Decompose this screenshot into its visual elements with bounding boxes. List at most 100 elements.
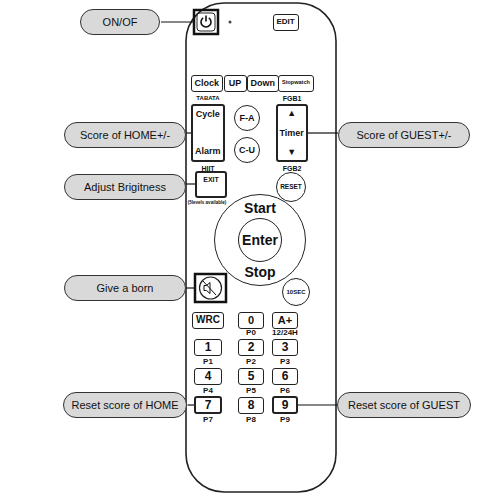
button-caption: 12/24H xyxy=(272,329,298,337)
remote-button: Stopwatch xyxy=(278,75,314,92)
button-label: Give a born xyxy=(97,283,154,294)
button-label: WRC xyxy=(196,315,220,325)
button-caption: P1 xyxy=(203,358,213,366)
button-label: ▲ xyxy=(287,109,296,118)
button-label: EXIT xyxy=(203,176,219,183)
button-label: Adjust Brigitness xyxy=(84,182,166,193)
callout-line xyxy=(298,404,337,405)
callout-box: Score of GUEST+/- xyxy=(338,122,470,148)
button-label: 8 xyxy=(248,399,255,411)
button-label: 0 xyxy=(248,315,254,326)
button-label: Start xyxy=(244,201,276,215)
remote-body xyxy=(186,3,336,492)
remote-button: CycleAlarm xyxy=(191,104,225,162)
button-label: Score of HOME+/- xyxy=(80,130,170,141)
button-caption: P3 xyxy=(280,358,290,366)
remote-button: EXIT xyxy=(195,171,227,198)
direction-ring: StartStop Enter xyxy=(214,194,306,286)
remote-button: EDIT xyxy=(273,14,299,31)
callout-box: Reset score of HOME xyxy=(63,392,188,418)
button-label: 3 xyxy=(282,341,289,353)
callout-line xyxy=(308,132,338,133)
button-label: 2 xyxy=(248,341,255,353)
button-label: Stopwatch xyxy=(282,80,310,86)
leader-line xyxy=(161,21,194,22)
remote-button: 9 xyxy=(272,396,298,414)
button-caption: FGB2 xyxy=(283,165,302,172)
remote-button: A+ xyxy=(272,312,298,329)
button-caption: FGB1 xyxy=(283,95,302,102)
remote-button: 6 xyxy=(272,368,298,385)
button-label: Down xyxy=(251,79,276,88)
remote-button: 1 xyxy=(194,339,222,356)
remote-button: 4 xyxy=(194,368,222,385)
button-label: UP xyxy=(229,79,242,88)
callout-line xyxy=(186,183,195,184)
remote-button: 10SEC xyxy=(282,278,310,306)
button-caption: P2 xyxy=(246,358,256,366)
callout-box: Adjust Brigitness xyxy=(64,174,186,200)
remote-button: RESET xyxy=(276,172,306,202)
button-label: 1 xyxy=(205,341,212,353)
button-label: 9 xyxy=(282,399,289,411)
button-label: 6 xyxy=(282,370,289,382)
remote-button: WRC xyxy=(192,312,224,329)
button-label: Score of GUEST+/- xyxy=(356,130,451,141)
button-caption: (5levels available) xyxy=(188,201,226,206)
remote-button: 3 xyxy=(272,339,298,356)
leader-line xyxy=(186,287,195,288)
power-button xyxy=(197,13,215,31)
remote-button: Clock xyxy=(191,75,224,92)
button-label: Reset score of HOME xyxy=(72,400,179,411)
remote-button: Enter xyxy=(238,218,282,262)
button-caption: P7 xyxy=(203,416,213,424)
highlight-frame xyxy=(194,10,218,34)
button-label: Clock xyxy=(195,79,220,88)
button-caption: P5 xyxy=(246,387,256,395)
button-label: 5 xyxy=(248,370,255,382)
mute-slash xyxy=(203,281,216,295)
remote-button: 8 xyxy=(238,397,264,414)
mute-button xyxy=(200,277,222,299)
button-label: 7 xyxy=(205,399,212,411)
remote-button: 7 xyxy=(194,396,222,414)
button-label: Cycle xyxy=(196,110,220,119)
button-label: Enter xyxy=(242,233,278,247)
button-label: Timer xyxy=(280,129,304,138)
button-label: ▼ xyxy=(287,148,296,157)
button-caption: P4 xyxy=(203,387,213,395)
button-label: F-A xyxy=(240,114,255,123)
callout-box: Reset score of GUEST xyxy=(337,392,471,418)
button-label: Stop xyxy=(244,265,275,279)
button-label: Alarm xyxy=(195,147,221,156)
power-icon xyxy=(205,16,207,22)
button-caption: P8 xyxy=(246,416,256,424)
indicator-led xyxy=(229,21,232,24)
button-label: RESET xyxy=(280,184,302,191)
remote-button: 0 xyxy=(238,312,264,329)
button-label: ON/OF xyxy=(103,17,138,28)
button-label: C-U xyxy=(239,146,255,155)
callout-box: ON/OF xyxy=(80,9,160,35)
remote-button: Down xyxy=(247,75,280,92)
remote-button: 2 xyxy=(238,339,264,356)
button-caption: TABATA xyxy=(196,95,219,101)
remote-button: C-U xyxy=(234,137,260,163)
button-label: 10SEC xyxy=(286,289,305,295)
button-caption: P9 xyxy=(280,416,290,424)
highlight-frame xyxy=(195,274,226,302)
remote-button: F-A xyxy=(234,105,260,131)
button-label: 4 xyxy=(205,370,212,382)
button-label: A+ xyxy=(278,315,292,326)
button-label: Reset score of GUEST xyxy=(348,400,460,411)
remote-button: ▲ Timer ▼ xyxy=(276,104,308,162)
remote-button: UP xyxy=(224,75,247,92)
button-caption: P0 xyxy=(246,329,256,337)
callout-box: Give a born xyxy=(64,275,186,301)
button-label: EDIT xyxy=(277,18,295,26)
callout-box: Score of HOME+/- xyxy=(64,122,186,148)
button-caption: HIIT xyxy=(201,165,214,172)
remote-button: 5 xyxy=(238,368,264,385)
button-caption: P6 xyxy=(280,387,290,395)
